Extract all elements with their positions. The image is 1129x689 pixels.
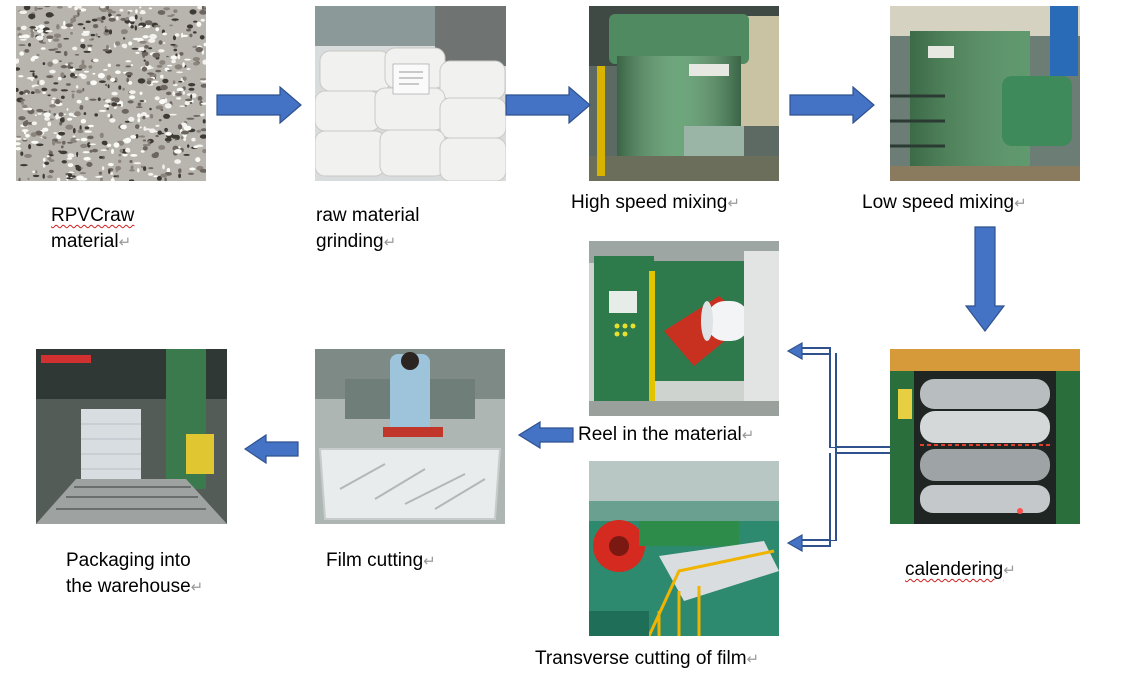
label-line-1: Packaging into [66,550,191,571]
label-film-cutting: Film cutting↵ [326,548,436,575]
paragraph-mark: ↵ [190,579,204,596]
label-low-speed-mixing: Low speed mixing↵ [862,190,1027,217]
paragraph-mark: ↵ [383,234,397,251]
label-line-1: Reel in the material [578,424,742,445]
label-packaging-warehouse: Packaging into the warehouse↵ [66,548,203,601]
split-arrow-connector [780,340,900,560]
arrow-right-2 [505,86,591,124]
label-reel-in-material: Reel in the material↵ [578,422,754,449]
label-line-1: raw material [316,205,420,226]
arrow-down [965,226,1005,332]
paragraph-mark: ↵ [746,651,760,668]
label-transverse-cutting: Transverse cutting of film↵ [535,646,759,673]
paragraph-mark: ↵ [741,427,755,444]
label-line-1: High speed mixing [571,192,728,213]
photo-transverse-cutting [589,461,779,636]
photo-packaging-warehouse [36,349,227,524]
label-line-2: the warehouse [66,576,191,597]
photo-high-speed-mixer [589,6,779,181]
label-line-1: Transverse cutting of film [535,648,747,669]
label-raw-material-grinding: raw material grinding↵ [316,203,419,256]
label-line-1: calendering [905,559,1004,580]
photo-film-cutting [315,349,505,524]
photo-calendering [890,349,1080,524]
photo-raw-material-bags [315,6,506,181]
arrow-left-to-film-cutting [518,421,574,449]
photo-low-speed-mixer [890,6,1080,181]
label-line-2: grinding [316,231,384,252]
photo-reel-in-material [589,241,779,416]
photo-rpvc-raw-material [16,6,206,181]
label-line-1: Low speed mixing [862,192,1015,213]
label-rpvc-raw-material: RPVCraw material↵ [51,203,134,256]
label-line-2: material [51,231,119,252]
label-line-1: Film cutting [326,550,424,571]
paragraph-mark: ↵ [118,234,132,251]
arrow-right-3 [789,86,875,124]
label-high-speed-mixing: High speed mixing↵ [571,190,740,217]
label-calendering: calendering↵ [905,557,1016,584]
paragraph-mark: ↵ [423,553,436,570]
paragraph-mark: ↵ [727,195,740,212]
arrow-right-1 [216,86,302,124]
arrow-left-to-packaging [244,434,299,464]
paragraph-mark: ↵ [1003,562,1016,579]
paragraph-mark: ↵ [1014,195,1027,212]
label-line-1: RPVCraw [51,205,135,226]
